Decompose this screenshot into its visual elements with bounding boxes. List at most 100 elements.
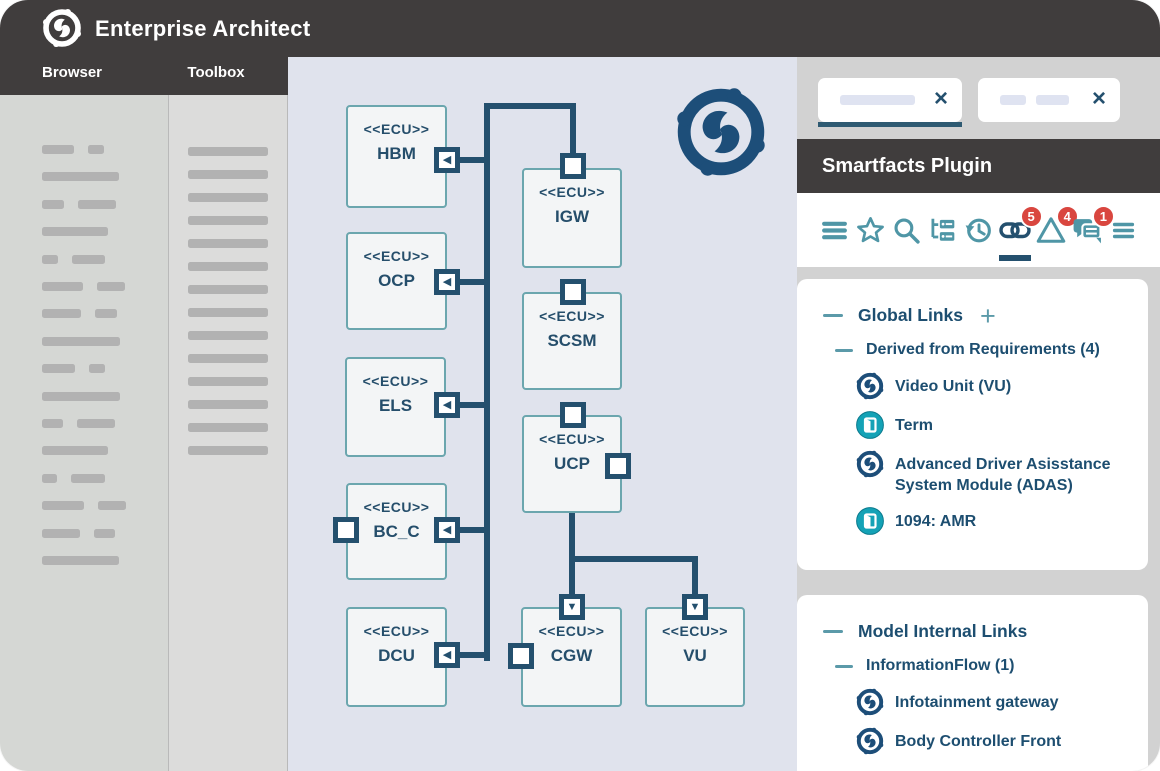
collapse-icon[interactable] <box>835 348 853 352</box>
tab-toolbox[interactable]: Toolbox <box>187 64 245 81</box>
connector-line <box>460 527 490 533</box>
link-item[interactable]: Advanced Driver Asisstance System Module… <box>856 450 1140 496</box>
browser-placeholder-row <box>0 309 168 319</box>
title-bar: Enterprise Architect <box>0 0 1160 57</box>
issues-triangle-icon[interactable]: 4 <box>1035 205 1079 246</box>
app-title: Enterprise Architect <box>95 16 311 41</box>
connector-line <box>460 402 490 408</box>
toolbox-placeholder-bar <box>188 147 268 156</box>
node-stereotype: <<ECU>> <box>539 184 605 200</box>
close-icon[interactable]: × <box>1091 85 1106 112</box>
toolbox-placeholder-bar <box>188 400 268 409</box>
tab-browser[interactable]: Browser <box>41 64 103 81</box>
browser-placeholder-row <box>0 199 168 209</box>
smartfacts-logo-icon <box>675 86 767 178</box>
active-toolbar-underline <box>998 255 1031 261</box>
port-left-arrow[interactable]: ◀ <box>434 517 460 543</box>
more-menu-icon[interactable] <box>1107 214 1139 246</box>
placeholder-bar <box>95 309 117 319</box>
link-item[interactable]: Term <box>856 411 1140 439</box>
toolbox-placeholder-bar <box>188 446 268 455</box>
port-plain[interactable] <box>333 517 359 543</box>
menu-icon[interactable] <box>818 214 850 246</box>
collapse-icon[interactable] <box>835 664 853 668</box>
port-left-arrow[interactable]: ◀ <box>434 392 460 418</box>
ecu-node-bc_c[interactable]: <<ECU>>BC_C <box>346 483 447 580</box>
collapse-icon[interactable] <box>823 630 843 633</box>
browser-placeholder-row <box>0 446 168 456</box>
group-title: InformationFlow (1) <box>866 657 1015 674</box>
port-plain[interactable] <box>560 153 586 179</box>
browser-placeholder-row <box>0 501 168 511</box>
node-stereotype: <<ECU>> <box>662 623 728 639</box>
add-link-icon[interactable]: + <box>980 300 996 331</box>
node-label: SCSM <box>547 331 597 350</box>
ecu-node-dcu[interactable]: <<ECU>> DCU <box>346 607 447 707</box>
section-title: Global Links <box>858 305 964 325</box>
port-plain[interactable] <box>560 279 586 305</box>
placeholder-bar <box>42 254 58 264</box>
tab-title-placeholder <box>840 95 915 105</box>
node-label: UCP <box>554 454 590 473</box>
notification-badge: 4 <box>1055 205 1079 228</box>
port-left-arrow[interactable]: ◀ <box>434 269 460 295</box>
star-icon[interactable] <box>854 214 886 246</box>
browser-placeholder-row <box>0 254 168 264</box>
port-left-arrow[interactable]: ◀ <box>434 147 460 173</box>
toolbox-placeholder-bar <box>188 423 268 432</box>
collapse-icon[interactable] <box>823 314 843 317</box>
node-stereotype: <<ECU>> <box>363 121 430 137</box>
node-label: DCU <box>378 646 415 665</box>
toolbox-placeholder-bar <box>188 354 268 363</box>
browser-panel <box>0 95 168 771</box>
link-item[interactable]: Infotainment gateway <box>856 688 1140 716</box>
port-plain[interactable] <box>605 453 631 479</box>
history-icon[interactable] <box>963 214 995 246</box>
ecu-node-scsm[interactable]: <<ECU>>SCSM <box>522 292 622 390</box>
ecu-node-els[interactable]: <<ECU>>ELS <box>345 357 446 457</box>
browser-placeholder-row <box>0 336 168 346</box>
placeholder-bar <box>78 199 116 209</box>
active-tab-underline <box>818 122 962 127</box>
model-tree-icon[interactable] <box>926 214 958 246</box>
node-stereotype: <<ECU>> <box>362 373 429 389</box>
link-item[interactable]: 1094: AMR <box>856 507 1140 535</box>
port-plain[interactable] <box>560 402 586 428</box>
port-left-arrow[interactable]: ◀ <box>434 642 460 668</box>
links-icon[interactable]: 5 <box>998 205 1043 261</box>
placeholder-bar <box>88 145 104 154</box>
browser-placeholder-row <box>0 172 168 182</box>
node-stereotype: <<ECU>> <box>363 623 430 639</box>
ecu-node-igw[interactable]: <<ECU>>IGW <box>522 168 622 268</box>
link-item-label: 1094: AMR <box>895 513 977 530</box>
toolbox-placeholder-bar <box>188 170 268 179</box>
placeholder-bar <box>42 391 120 401</box>
section-title: Model Internal Links <box>858 621 1028 641</box>
ecu-node-vu[interactable]: <<ECU>>VU <box>645 607 745 707</box>
placeholder-bar <box>42 199 64 209</box>
node-stereotype: <<ECU>> <box>363 499 430 515</box>
port-down-arrow[interactable]: ▼ <box>559 594 585 620</box>
ecu-node-hbm[interactable]: <<ECU>>HBM <box>346 105 447 208</box>
ecu-node-ocp[interactable]: <<ECU>>OCP <box>346 232 447 330</box>
close-icon[interactable]: × <box>933 85 948 112</box>
diagram-canvas[interactable]: <<ECU>>HBM <<ECU>>OCP <<ECU>>ELS <<ECU>>BC_… <box>288 57 797 771</box>
ecu-node-cgw[interactable]: <<ECU>>CGW <box>521 607 622 707</box>
connector-line <box>484 103 490 661</box>
connector-line <box>484 103 576 109</box>
placeholder-bar <box>42 145 74 154</box>
placeholder-bar <box>42 528 80 538</box>
port-down-arrow[interactable]: ▼ <box>682 594 708 620</box>
port-plain[interactable] <box>508 643 534 669</box>
connector-line <box>692 556 698 600</box>
comments-icon[interactable]: 1 <box>1071 205 1115 246</box>
placeholder-bar <box>77 419 115 428</box>
link-item[interactable]: Video Unit (VU) <box>856 372 1140 400</box>
placeholder-bar <box>42 364 75 374</box>
search-icon[interactable] <box>890 214 922 246</box>
placeholder-bar <box>42 446 108 456</box>
panel-tab-1[interactable]: × <box>818 78 962 122</box>
link-item[interactable]: Body Controller Front <box>856 727 1140 755</box>
panel-tab-2[interactable]: × <box>978 78 1120 122</box>
